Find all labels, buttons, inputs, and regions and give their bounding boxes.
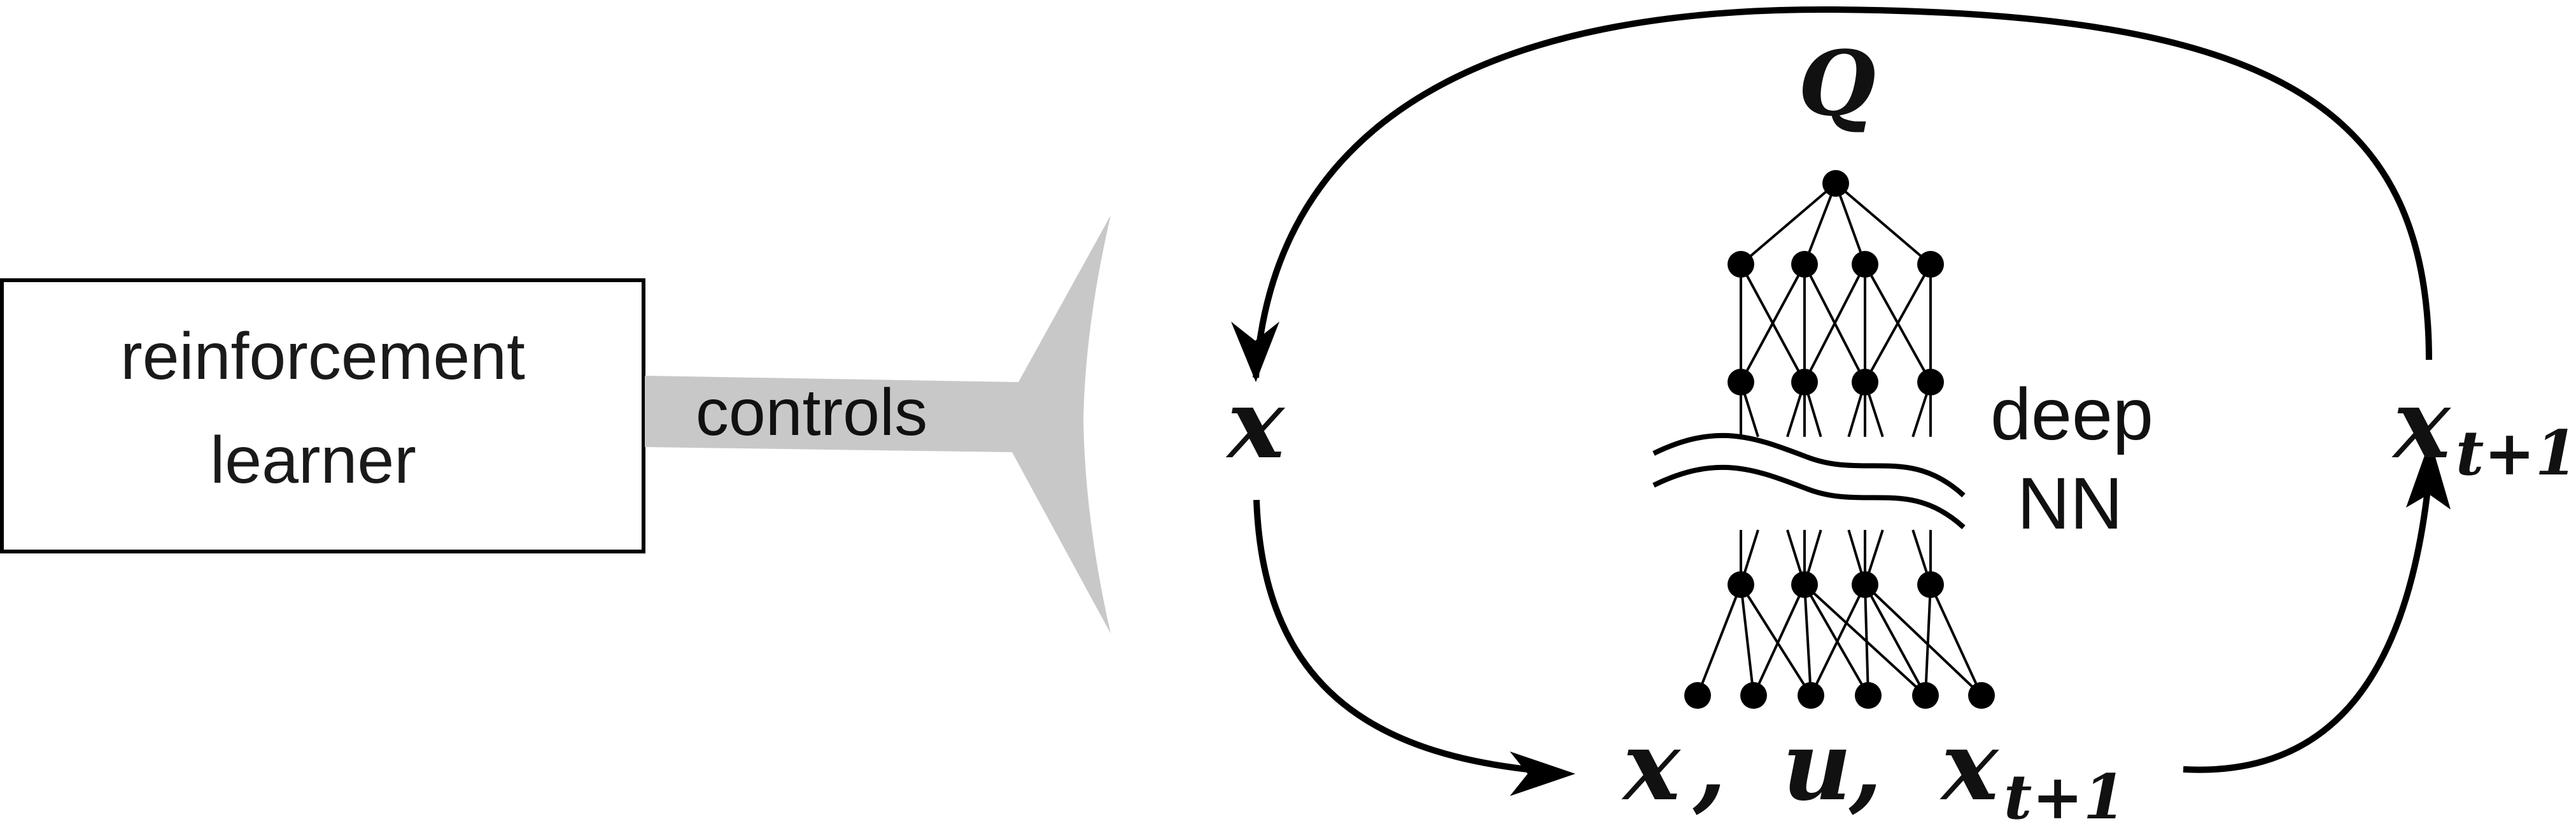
nn-edge <box>1834 182 1932 266</box>
nn-hidden-node <box>1852 369 1878 395</box>
nn-input-node <box>1912 682 1939 709</box>
nn-input-node <box>1798 682 1824 709</box>
nn-edge <box>1924 584 1932 696</box>
nn-edge <box>1740 264 1806 383</box>
nn-input-node <box>1968 682 1995 709</box>
nn-hidden-node <box>1852 251 1878 278</box>
nn-hidden-node <box>1917 251 1944 278</box>
feedback-arrowhead-icon <box>1231 322 1279 382</box>
nn-edge <box>1740 584 1755 696</box>
tuple-x-next: x <box>1939 710 1999 822</box>
sample-tuple-label: x , u , x t+1 <box>1621 710 2126 833</box>
nn-input-node <box>1855 682 1882 709</box>
nn-hidden-node <box>1728 251 1754 278</box>
controls-beam <box>645 215 1111 634</box>
nn-edge <box>1740 583 1812 697</box>
nn-hidden-node <box>1728 369 1754 395</box>
tuple-comma-1: , <box>1693 710 1726 822</box>
learner-box-line1: reinforcement <box>120 320 525 394</box>
tuple-u: u <box>1782 710 1852 822</box>
nn-edge <box>1810 584 1866 696</box>
learner-box-frame <box>0 278 645 553</box>
state-next-base: x <box>2391 368 2451 480</box>
nn-hidden-node <box>1917 369 1944 395</box>
nn-hidden-node <box>1917 571 1944 598</box>
feedback-arrow <box>1253 6 2432 379</box>
nn-hidden-node <box>1791 369 1818 395</box>
nn-edge <box>1864 584 1869 696</box>
nn-break-line <box>1652 432 1966 497</box>
nn-edge <box>1803 584 1812 696</box>
nn-input-node <box>1740 682 1767 709</box>
learner-box: reinforcement learner <box>0 278 645 553</box>
nn-edge <box>1803 584 1869 696</box>
neural-network <box>1652 170 1995 709</box>
nn-edge <box>1864 583 1983 697</box>
learner-box-line2: learner <box>210 424 416 497</box>
deep-nn-label-line2: NN <box>2017 463 2123 545</box>
q-output-label: Q <box>1798 32 1876 136</box>
sample-arrowhead-icon <box>1510 751 1575 796</box>
nn-hidden-node <box>1728 571 1754 598</box>
nn-edge <box>1929 584 1983 696</box>
nn-edge <box>1752 584 1806 696</box>
state-next-subscript: t+1 <box>2456 417 2576 489</box>
nn-edge <box>1803 583 1927 697</box>
tuple-x-next-subscript: t+1 <box>2004 761 2126 833</box>
state-next-label: x t+1 <box>2391 368 2576 489</box>
nn-hidden-node <box>1791 571 1818 598</box>
nn-edge <box>1696 584 1742 696</box>
nn-hidden-node <box>1852 571 1878 598</box>
next-state-arrowhead-icon <box>2406 439 2451 509</box>
nn-edge <box>1803 183 1837 265</box>
nn-input-node <box>1684 682 1711 709</box>
nn-edge <box>1834 183 1866 265</box>
deep-nn-label-line1: deep <box>1990 374 2153 455</box>
state-x-label: x <box>1225 368 1285 480</box>
sample-arrow <box>1253 499 1554 775</box>
nn-edge <box>1864 264 1932 383</box>
nn-edge <box>1740 182 1837 266</box>
controls-label: controls <box>696 376 927 450</box>
tuple-comma-2: , <box>1848 710 1882 822</box>
nn-edge <box>1864 584 1927 696</box>
nn-output-node <box>1822 170 1849 197</box>
nn-hidden-node <box>1791 251 1818 278</box>
next-state-arrow <box>2183 483 2432 773</box>
tuple-x: x <box>1621 710 1681 822</box>
nn-break-line <box>1652 464 1966 529</box>
nn-edge <box>1803 264 1866 383</box>
nn-break-fill <box>1654 437 1964 509</box>
